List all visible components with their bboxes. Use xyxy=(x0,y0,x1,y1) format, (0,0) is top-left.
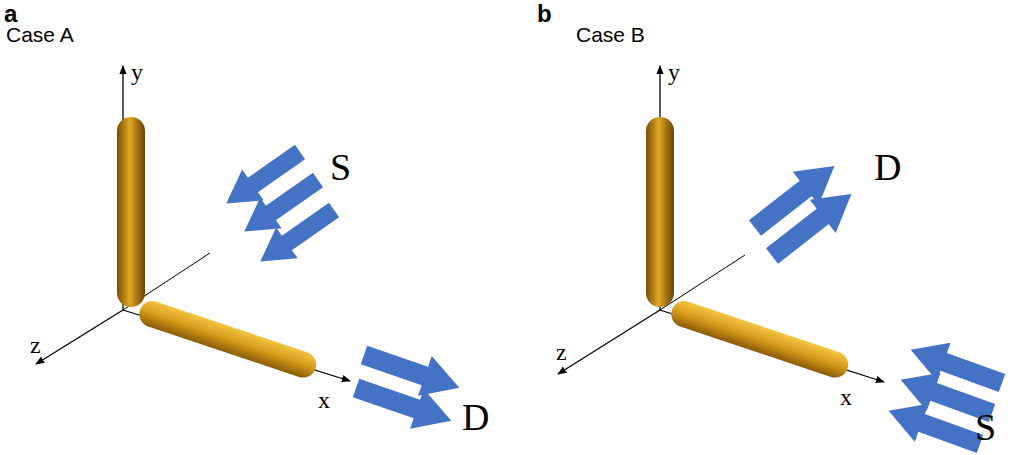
vertical-rod xyxy=(646,117,674,307)
source-label: S xyxy=(330,148,351,186)
z-axis xyxy=(36,310,123,364)
panel-letter: b xyxy=(537,2,552,26)
case-title: Case A xyxy=(6,24,74,45)
axis-label: z xyxy=(556,340,567,364)
vertical-rod xyxy=(117,117,145,307)
panel-a-drawing xyxy=(36,66,466,441)
axis-label: y xyxy=(131,60,143,84)
source-arrow xyxy=(234,165,329,247)
horizontal-rod xyxy=(136,298,320,381)
axis-label: y xyxy=(668,60,680,84)
panel-b-drawing xyxy=(558,66,1009,455)
axis-label: x xyxy=(840,385,852,409)
source-label: S xyxy=(975,408,996,446)
axis-label: z xyxy=(30,333,41,357)
axis-label: x xyxy=(318,388,330,412)
detector-arrow xyxy=(759,177,864,272)
z-axis xyxy=(558,310,660,374)
detector-arrow xyxy=(349,368,458,441)
source-arrow xyxy=(250,195,345,277)
source-arrow xyxy=(882,392,987,455)
panel-letter: a xyxy=(4,2,17,26)
case-title: Case B xyxy=(576,24,645,45)
detector-label: D xyxy=(874,148,901,186)
horizontal-rod xyxy=(668,298,852,381)
detector-label: D xyxy=(462,398,489,436)
